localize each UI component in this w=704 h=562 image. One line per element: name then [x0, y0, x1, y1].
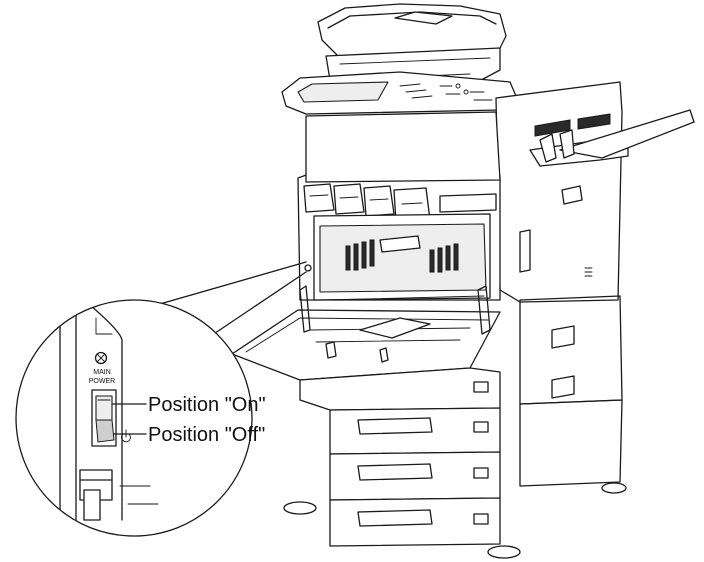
- toner-cartridges: [303, 183, 497, 223]
- front-door-open: [231, 285, 501, 381]
- machine-feet: [283, 482, 627, 559]
- paper-trays: [299, 367, 501, 547]
- document-feeder: [317, 3, 507, 87]
- transfer-unit: [313, 213, 491, 301]
- side-body: [495, 81, 695, 487]
- main-power-switch-icon[interactable]: [91, 389, 117, 447]
- magnifier-circle: [15, 299, 253, 537]
- screw-icon: [94, 351, 108, 365]
- switch-callout: MAIN POWER: [15, 261, 312, 537]
- operation-panel: [281, 71, 517, 115]
- copier-machine: [231, 3, 695, 559]
- switch-caption-power: POWER: [89, 378, 115, 385]
- label-position-off: Position "Off": [148, 424, 265, 446]
- switch-caption-main: MAIN: [93, 369, 111, 376]
- label-position-on: Position "On": [148, 394, 266, 416]
- magnified-switch-view: MAIN POWER: [16, 300, 252, 536]
